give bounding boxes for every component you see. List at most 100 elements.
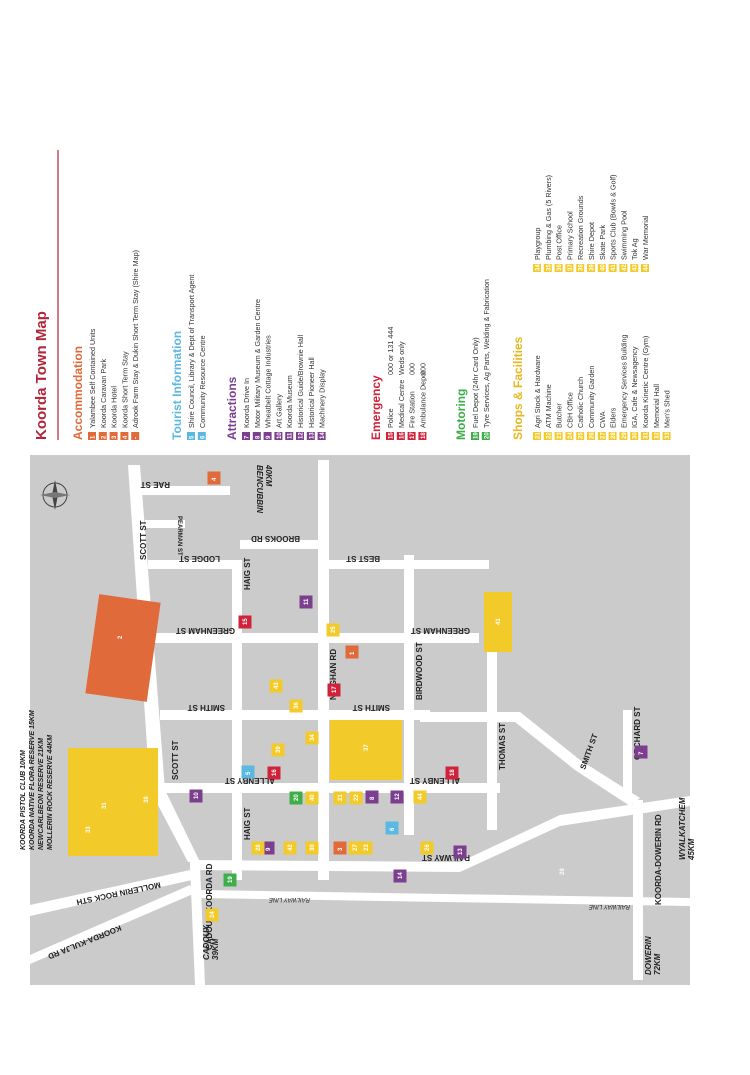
map-marker-4[interactable]: [207, 471, 221, 485]
map-marker-label-41: 41: [496, 618, 502, 625]
street-label-greenham: GREENHAM ST: [176, 626, 235, 635]
map-marker-26[interactable]: [420, 841, 434, 855]
map-marker-28[interactable]: [251, 841, 265, 855]
map-marker-12[interactable]: [390, 790, 404, 804]
map-marker-label-36: 36: [294, 702, 300, 709]
map-marker-label-2: 2: [118, 635, 124, 639]
map-marker-label-5: 5: [246, 771, 252, 775]
legend-item-motoring-1: Tyre Services, Ag Parts, Welding & Fabri…: [482, 279, 491, 428]
map-marker-label-11: 11: [304, 598, 310, 605]
legend-swatch-shops-col1-6: [597, 432, 606, 440]
map-marker-14[interactable]: [393, 869, 407, 883]
legend-num-shops-col1-3: 24: [568, 432, 574, 439]
legend-swatch-attractions-7: [317, 432, 326, 440]
road-lodge-st: [148, 560, 238, 569]
legend-swatch-shops-col1-4: [576, 432, 585, 440]
legend-num-shops-col1-4: 25: [579, 432, 585, 439]
map-marker-36[interactable]: [289, 699, 303, 713]
legend-num-shops-col2-9: 43: [633, 264, 639, 271]
legend-swatch-shops-col2-1: [543, 264, 552, 272]
map-marker-40[interactable]: [305, 791, 319, 805]
legend-num-attractions-2: 9: [266, 435, 272, 439]
map-marker-25[interactable]: [326, 623, 340, 637]
map-marker-23[interactable]: [359, 841, 373, 855]
legend-swatch-shops-col2-10: [641, 264, 649, 272]
legend-num-shops-col1-9: 30: [633, 432, 639, 439]
road-greenham-st: [155, 633, 325, 643]
map-marker-18[interactable]: [445, 766, 459, 780]
dest-reserve-0: KOORDA PISTOL CLUB 10KM: [20, 750, 27, 850]
road-koorda-kulja: [30, 885, 193, 964]
map-marker-label-19: 19: [228, 876, 234, 883]
legend-swatch-shops-col1-12: [662, 432, 671, 440]
legend-num-shops-col1-10: 31: [644, 432, 650, 439]
legend-num-shops-col1-1: 22: [546, 432, 552, 439]
map-marker-15[interactable]: [238, 615, 252, 629]
map-marker-label-1: 1: [350, 651, 356, 655]
map-marker-37[interactable]: [359, 741, 373, 755]
legend-item-shops-col1-10: Koorda Kinetic Centre (Gym): [641, 336, 650, 428]
legend-swatch-shops-col1-11: [651, 432, 660, 440]
map-marker-43[interactable]: [269, 679, 283, 693]
legend-swatch-tourist-0: [187, 432, 195, 440]
legend-swatch-shops-col1-0: [533, 432, 541, 440]
map-marker-33[interactable]: [81, 823, 95, 837]
legend-num-shops-col2-10: 44: [644, 264, 650, 271]
map-marker-3[interactable]: [333, 841, 347, 855]
legend-swatch-attractions-4: [285, 432, 294, 440]
map-marker-9[interactable]: [261, 841, 275, 855]
map-marker-22[interactable]: [349, 791, 363, 805]
legend-heading-shops: Shops & Facilities: [511, 336, 525, 440]
legend-item-tourist-0: Shire Council, Library & Dept of Transpo…: [187, 275, 196, 428]
legend-num-shops-col2-1: 35: [546, 264, 552, 271]
legend-item-attractions-0: Koorda Drive In: [242, 378, 251, 428]
map-marker-8[interactable]: [365, 790, 379, 804]
map-marker-7[interactable]: [634, 745, 648, 759]
street-label-smith: SMITH ST: [188, 703, 225, 712]
map-marker-11[interactable]: [299, 595, 313, 609]
map-marker-24[interactable]: [205, 908, 219, 922]
map-marker-42[interactable]: [283, 841, 297, 855]
map-marker-44[interactable]: [413, 790, 427, 804]
map-marker-38[interactable]: [139, 793, 153, 807]
map-marker-34[interactable]: [305, 731, 319, 745]
legend-num-accommodation-0: 1: [91, 435, 97, 439]
road-pearman-st: [145, 520, 185, 528]
map-marker-label-42: 42: [288, 844, 294, 851]
legend-item-shops-col1-6: CWA: [598, 411, 607, 428]
road-network: [30, 460, 690, 985]
map-marker-13[interactable]: [453, 845, 467, 859]
map-marker-label-7: 7: [639, 751, 645, 755]
map-marker-21[interactable]: [333, 791, 347, 805]
map-marker-31[interactable]: [97, 799, 111, 813]
map-marker-label-34: 34: [310, 734, 316, 741]
map-marker-27[interactable]: [348, 841, 362, 855]
map-marker-16[interactable]: [267, 766, 281, 780]
legend-item-shops-col2-1: Plumbing & Gas (5 Rivers): [544, 175, 553, 260]
legend-item-attractions-1: Motor Military Museum & Garden Centre: [253, 299, 262, 428]
legend-item-emergency-2: Fire Station: [408, 391, 417, 428]
map-marker-19[interactable]: [223, 873, 237, 887]
map-marker-6[interactable]: [385, 821, 399, 835]
map-marker-30[interactable]: [305, 841, 319, 855]
road-orchard-st: [623, 710, 632, 800]
street-label-cadoux-koorda: CADOUX-KOORDA RD: [205, 863, 214, 950]
map-marker-label-27: 27: [353, 844, 359, 851]
map-marker-20[interactable]: [289, 791, 303, 805]
dest-bencubbin-km: 40KM: [264, 464, 273, 487]
map-marker-39[interactable]: [271, 743, 285, 757]
map-marker-17[interactable]: [327, 683, 341, 697]
street-label-haig-lower: HAIG ST: [243, 807, 252, 840]
railway-line-label-right: RAILWAY LINE: [588, 903, 630, 909]
legend-panel: Koorda Town Map Accommodation 1Yalambee …: [33, 150, 672, 440]
map-marker-10[interactable]: [189, 789, 203, 803]
legend-num-attractions-6: 13: [309, 432, 315, 439]
street-label-birdwood: BIRDWOOD ST: [415, 642, 424, 700]
street-label-rae: RAE ST: [141, 480, 170, 489]
map-marker-1[interactable]: [345, 645, 359, 659]
dest-dowerin-km: 72KM: [653, 953, 662, 975]
legend-num-tourist-1: 6: [200, 435, 206, 439]
map-marker-5[interactable]: [241, 765, 255, 779]
